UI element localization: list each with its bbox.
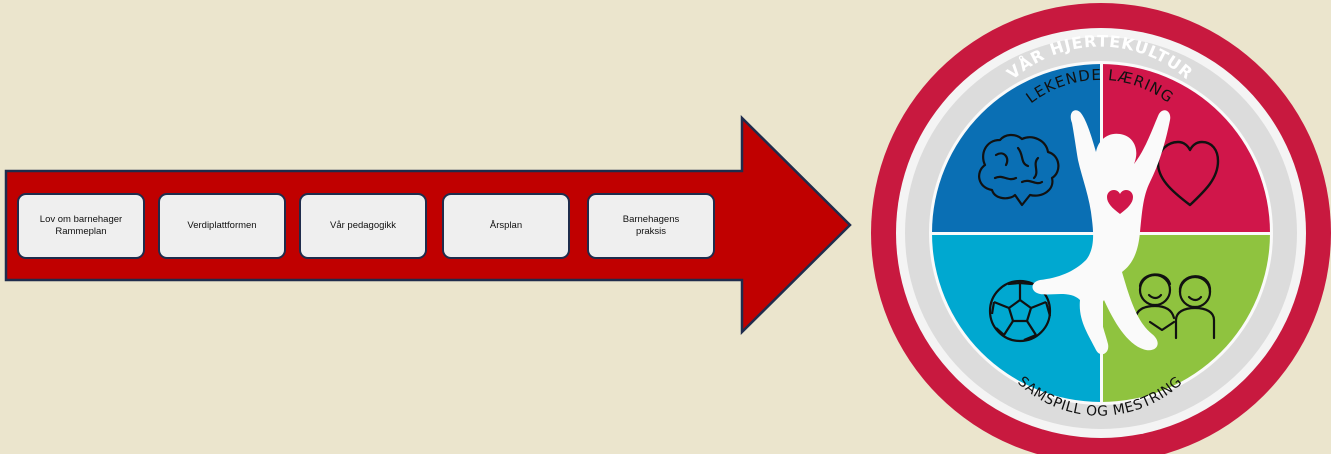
step-barnehagens-praksis: Barnehagens praksis (587, 193, 715, 259)
step-var-pedagogikk: Vår pedagogikk (299, 193, 427, 259)
football-icon (988, 279, 1052, 343)
child-figure (1032, 110, 1171, 355)
arrow-shape (4, 115, 852, 335)
child-heart-icon (1107, 190, 1133, 214)
brain-icon (978, 133, 1060, 207)
step-lov-om-barnehager: Lov om barnehager Rammeplan (17, 193, 145, 259)
friends-icon (1134, 273, 1216, 340)
step-arsplan: Årsplan (442, 193, 570, 259)
step-verdiplattformen: Verdiplattformen (158, 193, 286, 259)
